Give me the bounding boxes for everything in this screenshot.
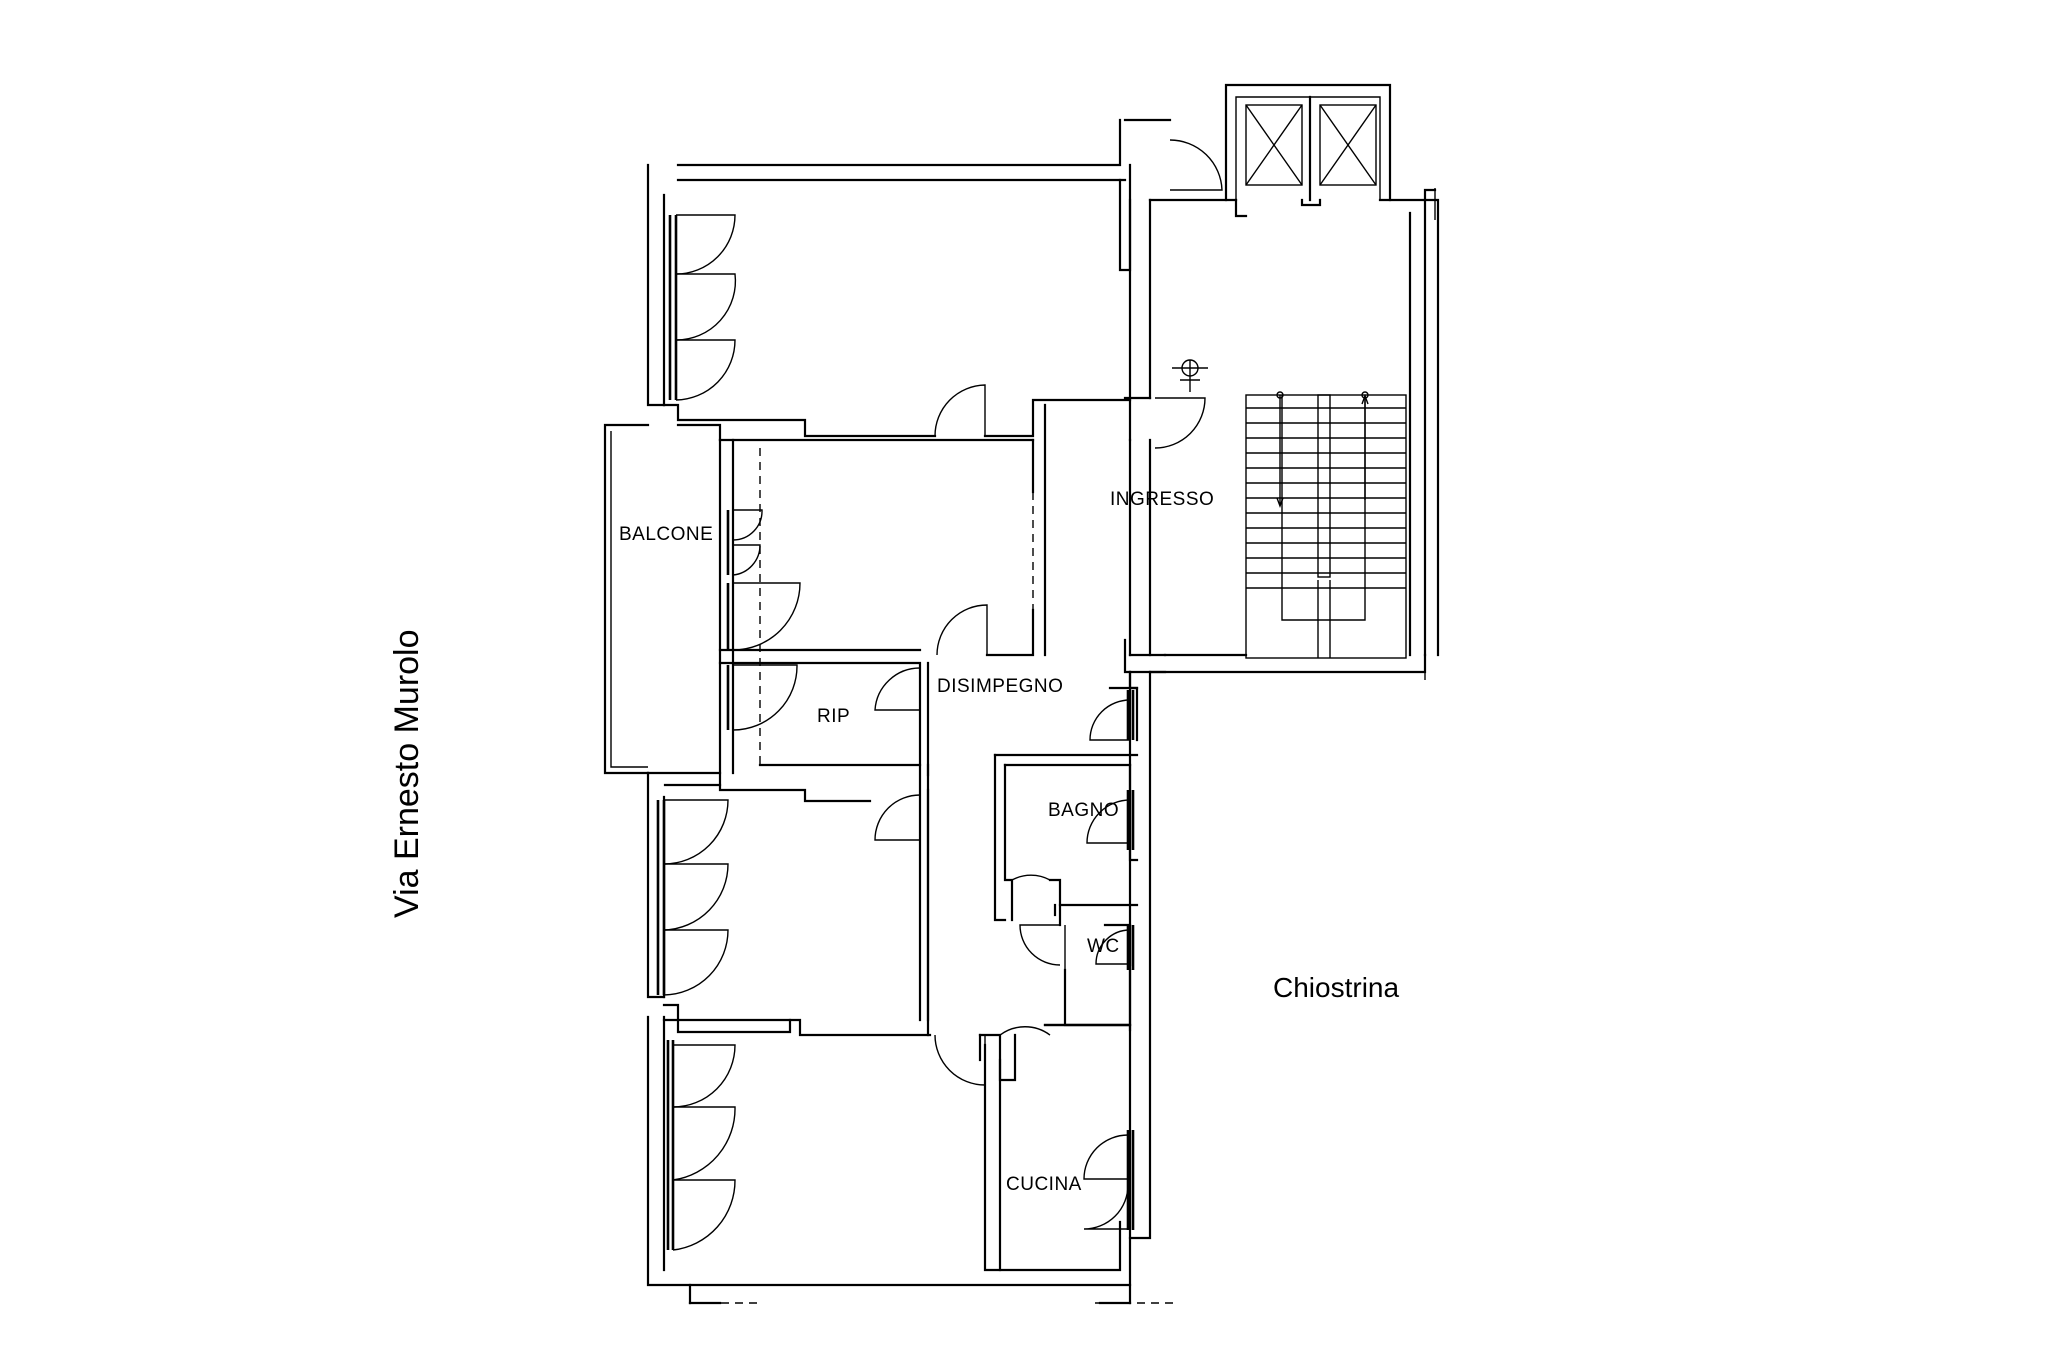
label-wc: WC: [1087, 936, 1120, 957]
staircase: [1245, 391, 1407, 659]
label-rip: RIP: [817, 706, 850, 727]
internal-walls: [646, 178, 1248, 1272]
street-name: Via Ernesto Murolo: [388, 629, 426, 918]
label-balcone: BALCONE: [619, 524, 713, 545]
label-disimpegno: DISIMPEGNO: [937, 676, 1063, 697]
room-labels: BALCONE INGRESSO DISIMPEGNO RIP BAGNO WC…: [388, 489, 1399, 1195]
door-swings: [663, 139, 1223, 1251]
label-chiostrina: Chiostrina: [1273, 972, 1399, 1003]
label-bagno: BAGNO: [1048, 800, 1119, 821]
windows: [656, 215, 1135, 1250]
label-cucina: CUCINA: [1006, 1174, 1082, 1195]
elevator-shafts: [1234, 95, 1377, 218]
label-ingresso: INGRESSO: [1110, 489, 1214, 510]
